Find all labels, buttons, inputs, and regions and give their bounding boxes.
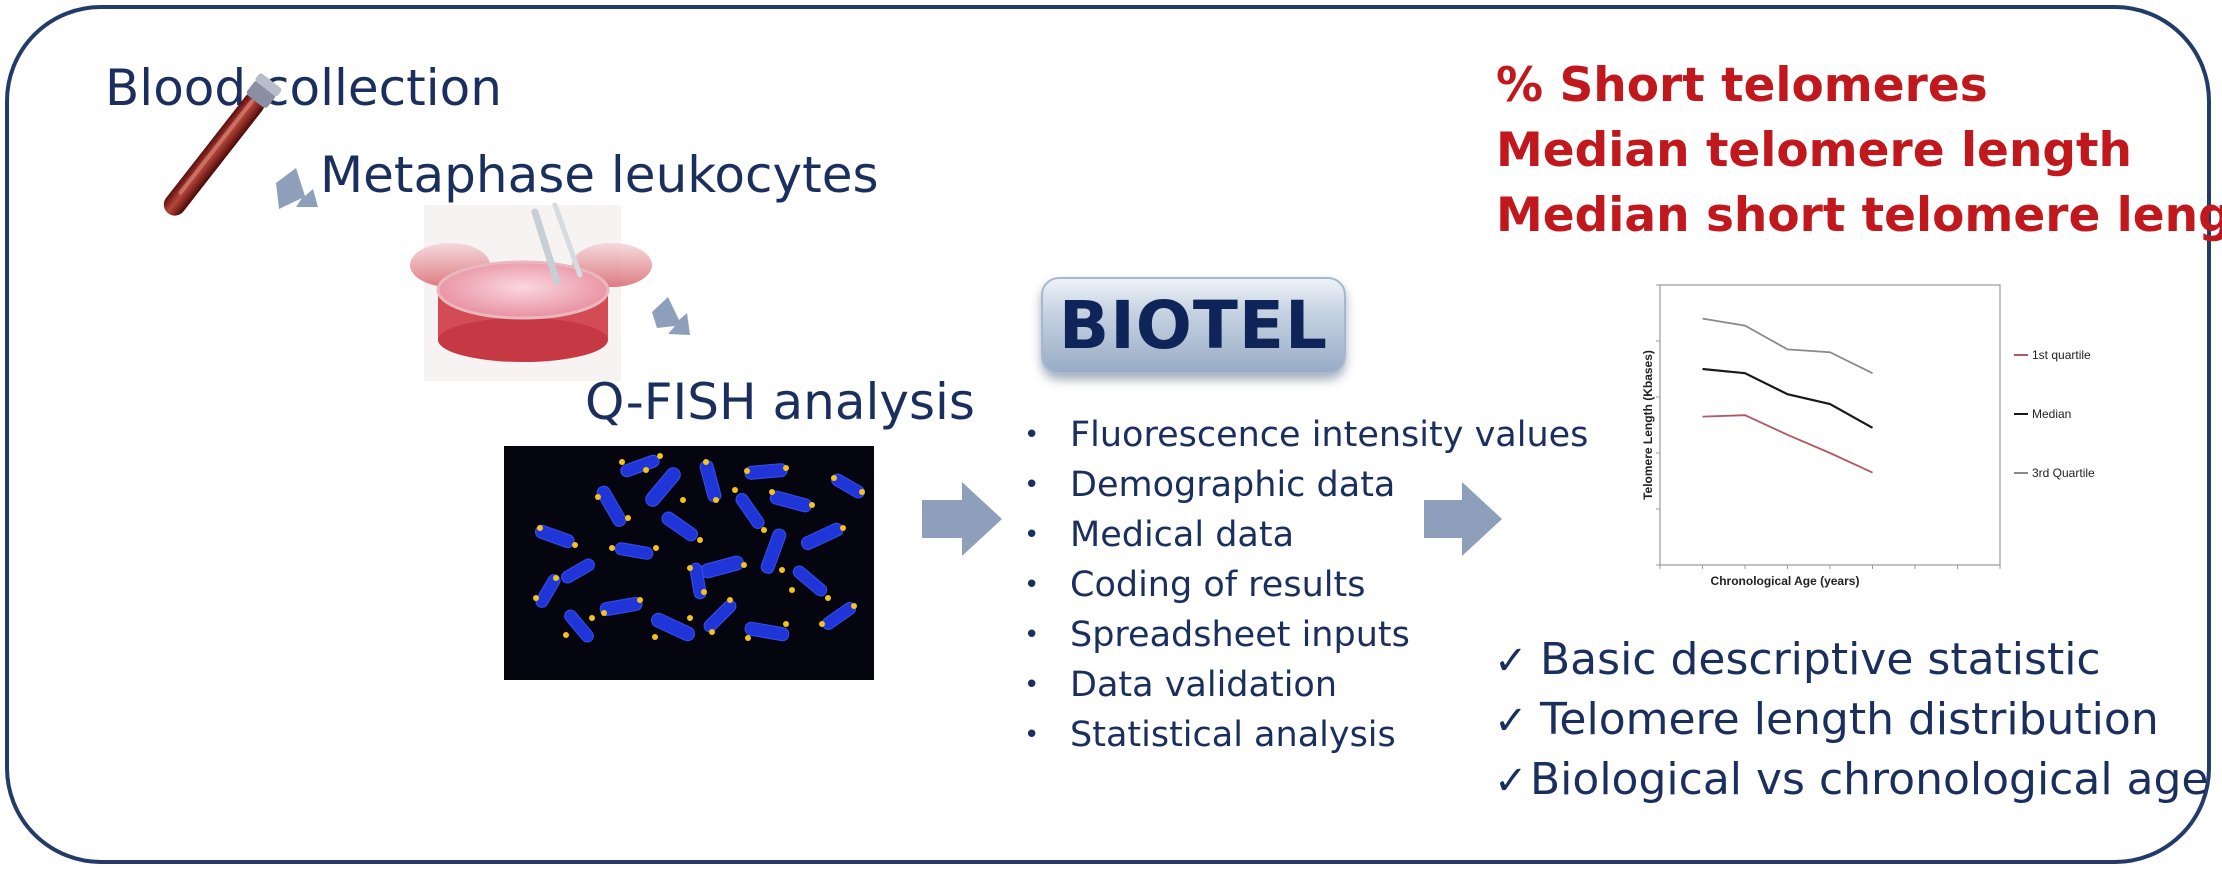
output-median-short-length: Median short telomere length (1496, 188, 2222, 243)
output-short-telomeres: % Short telomeres (1496, 58, 1988, 113)
bullet-icon: • (1024, 620, 1040, 650)
list-item: •Statistical analysis (1018, 710, 1588, 760)
list-item: •Demographic data (1018, 460, 1588, 510)
list-item: ✓Telomere length distribution (1494, 690, 2209, 750)
bullet-icon: • (1024, 520, 1040, 550)
list-item: •Data validation (1018, 660, 1588, 710)
chart-y-axis-label: Telomere Length (Kbases) (1641, 350, 1655, 500)
bullet-icon: • (1024, 670, 1040, 700)
arrow-to-results-icon (1424, 482, 1502, 556)
chart-plot-frame (1659, 284, 2001, 566)
bullet-icon: • (1024, 720, 1040, 750)
chart-x-axis-label: Chronological Age (years) (1711, 574, 1860, 588)
petri-dish-photo (410, 202, 652, 381)
biotel-label: BIOTEL (1058, 287, 1329, 364)
chart-series-line-1 (1702, 367, 1874, 429)
step-blood-collection: Blood collection (105, 59, 502, 117)
bullet-icon: • (1024, 420, 1040, 450)
chart-axes (1656, 284, 2001, 569)
chart-series-line-2 (1702, 317, 1873, 375)
arrow-to-biotel-icon (922, 482, 1002, 556)
chart-legend-label-1: Median (2032, 407, 2071, 421)
arrow-to-metaphase-icon (276, 168, 318, 209)
results-checklist: ✓Basic descriptive statistic ✓Telomere l… (1494, 630, 2209, 810)
check-icon: ✓ (1494, 638, 1528, 684)
check-icon: ✓ (1494, 758, 1528, 804)
list-item: •Medical data (1018, 510, 1588, 560)
chart-series (1702, 317, 1874, 474)
metaphase-spread-photo (504, 446, 874, 680)
list-item: •Coding of results (1018, 560, 1588, 610)
bullet-icon: • (1024, 470, 1040, 500)
chart-legend-label-2: 3rd Quartile (2032, 466, 2095, 480)
check-icon: ✓ (1494, 698, 1528, 744)
list-item: •Spreadsheet inputs (1018, 610, 1588, 660)
bullet-icon: • (1024, 570, 1040, 600)
output-median-length: Median telomere length (1496, 123, 2132, 178)
list-item: •Fluorescence intensity values (1018, 410, 1588, 460)
biotel-input-list: •Fluorescence intensity values •Demograp… (1018, 410, 1588, 760)
step-qfish-analysis: Q-FISH analysis (585, 373, 975, 431)
chart-series-line-0 (1702, 414, 1873, 474)
chart-legend-label-0: 1st quartile (2032, 348, 2091, 362)
outer-frame (5, 5, 2211, 864)
biotel-badge: BIOTEL (1041, 277, 1346, 374)
list-item: ✓Biological vs chronological age (1494, 750, 2209, 810)
blood-tube-icon (163, 73, 282, 216)
arrow-to-qfish-icon (652, 297, 690, 335)
list-item: ✓Basic descriptive statistic (1494, 630, 2209, 690)
step-metaphase-leukocytes: Metaphase leukocytes (320, 146, 879, 204)
